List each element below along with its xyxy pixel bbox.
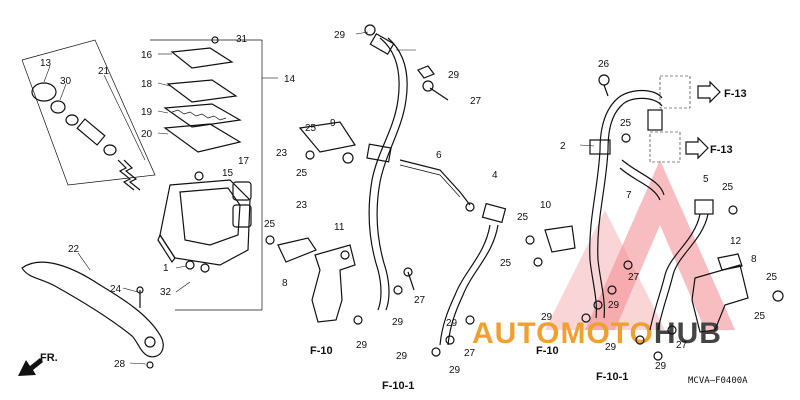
callout-29h: 29 — [608, 300, 620, 311]
callout-29a: 29 — [334, 30, 346, 41]
callout-32: 32 — [160, 287, 172, 298]
callout-2: 2 — [560, 141, 566, 152]
reference-labels: F-13 F-13 F-10 F-10 F-10-1 F-10-1 — [310, 88, 747, 392]
ref-f101-right: F-10-1 — [596, 371, 628, 383]
callout-29g: 29 — [449, 365, 461, 376]
callout-29d: 29 — [356, 340, 368, 351]
brake-hose-2 — [589, 89, 663, 319]
piston-kit — [31, 82, 141, 191]
callout-24: 24 — [110, 284, 122, 295]
ref-f10-right: F-10 — [536, 345, 559, 357]
hose-clamp-11 — [311, 244, 356, 323]
callout-29b: 29 — [448, 70, 460, 81]
callout-14: 14 — [284, 74, 296, 85]
callout-6: 6 — [436, 150, 442, 161]
brake-lever — [21, 261, 164, 369]
callout-29i: 29 — [541, 312, 553, 323]
bracket-8-left — [265, 235, 317, 263]
callout-27e: 27 — [676, 340, 688, 351]
callout-26: 26 — [598, 59, 610, 70]
callout-9: 9 — [330, 118, 336, 129]
callout-22: 22 — [68, 244, 80, 255]
callout-31: 31 — [236, 34, 248, 45]
bolts-right — [525, 74, 784, 361]
callout-16: 16 — [141, 50, 153, 61]
callout-25c: 25 — [296, 168, 308, 179]
brake-hose-4 — [439, 202, 507, 346]
callout-18: 18 — [141, 79, 153, 90]
callout-25f: 25 — [517, 212, 529, 223]
diagram-code: MCVA–F0400A — [688, 376, 748, 386]
callout-25g: 25 — [500, 258, 512, 269]
callout-25i: 25 — [754, 311, 766, 322]
callout-8a: 8 — [282, 278, 288, 289]
callout-30: 30 — [60, 76, 72, 87]
brake-joint-9 — [298, 121, 356, 164]
brake-hose-3 — [364, 24, 408, 311]
callout-25a: 25 — [264, 219, 276, 230]
callout-25b: 25 — [305, 123, 317, 134]
callout-28: 28 — [114, 359, 126, 370]
front-label: FR. — [40, 352, 58, 364]
front-arrow — [18, 358, 43, 376]
leader-lines — [43, 31, 595, 365]
callout-15: 15 — [222, 168, 234, 179]
callout-27b: 27 — [414, 295, 426, 306]
callout-5: 5 — [703, 174, 709, 185]
callout-10: 10 — [540, 200, 552, 211]
callout-19: 19 — [141, 107, 153, 118]
callout-1: 1 — [163, 263, 169, 274]
callout-7: 7 — [626, 190, 632, 201]
callout-20: 20 — [141, 129, 153, 140]
callout-25e: 25 — [722, 182, 734, 193]
callout-23b: 23 — [296, 200, 308, 211]
clamp-10 — [544, 225, 576, 253]
callout-12: 12 — [730, 236, 742, 247]
callout-29c: 29 — [392, 317, 404, 328]
callout-labels: 31 16 13 21 14 30 18 19 20 17 15 22 1 24… — [40, 30, 778, 376]
callout-25h: 25 — [766, 272, 778, 283]
callout-4: 4 — [492, 170, 498, 181]
callout-29f: 29 — [396, 351, 408, 362]
callout-25d: 25 — [620, 118, 632, 129]
reservoir-cap-stack — [163, 36, 242, 153]
brake-hose-5 — [649, 199, 714, 331]
watermark-logo — [545, 160, 735, 330]
callout-8b: 8 — [751, 254, 757, 265]
callout-29e: 29 — [446, 318, 458, 329]
ref-f101-left: F-10-1 — [382, 380, 414, 392]
ref-f13-bottom: F-13 — [710, 144, 733, 156]
callout-23a: 23 — [276, 148, 288, 159]
callout-13: 13 — [40, 58, 52, 69]
callout-29k: 29 — [655, 361, 667, 372]
brake-hose-7 — [619, 159, 665, 201]
brake-pipe-6 — [399, 159, 475, 212]
bolt-27-center — [353, 65, 475, 357]
ref-f10-left: F-10 — [310, 345, 333, 357]
callout-11: 11 — [334, 222, 345, 233]
callout-27d: 27 — [628, 272, 640, 283]
callout-27a: 27 — [470, 96, 482, 107]
bracket-8-right — [691, 264, 749, 333]
callout-29j: 29 — [605, 342, 617, 353]
ref-f13-top: F-13 — [724, 88, 747, 100]
f13-connection-boxes — [649, 75, 721, 163]
callout-27c: 27 — [464, 348, 476, 359]
callout-21: 21 — [98, 66, 110, 77]
watermark-text: AUTOMOTOHUB — [472, 317, 722, 350]
callout-17: 17 — [238, 156, 250, 167]
bracket-12 — [717, 253, 743, 271]
master-cylinder-box — [21, 39, 278, 311]
master-cylinder-body — [157, 171, 252, 273]
